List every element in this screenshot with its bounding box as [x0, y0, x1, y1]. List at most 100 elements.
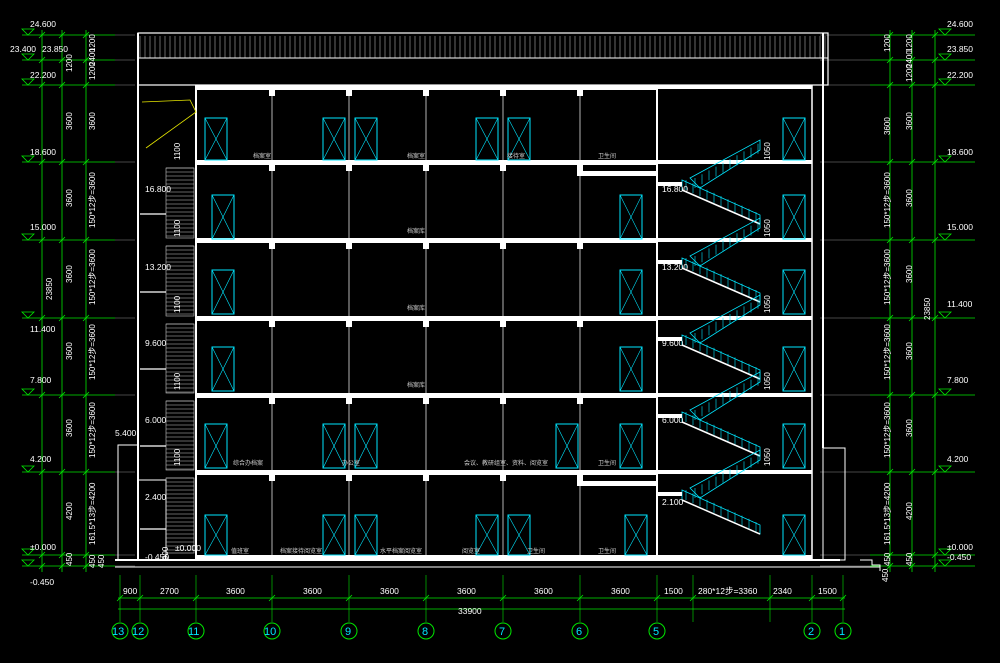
window [211, 346, 235, 392]
dim-tick [931, 468, 939, 476]
level-mark: 13.200 [145, 262, 171, 272]
window-cross [782, 346, 806, 392]
dim-tick [839, 594, 847, 602]
stair-slab [681, 189, 761, 225]
stairs [140, 99, 761, 554]
room-label: 会议、教研组室、资料、阅览室 [464, 459, 548, 467]
level-mark: 23.400 [10, 44, 36, 54]
room-label: 值班室 [231, 547, 249, 555]
height-dim: 3600 [65, 112, 74, 130]
level-triangle [938, 559, 952, 567]
level-triangle [21, 559, 35, 567]
floor-slab [657, 160, 812, 164]
height-dim: 1200 [905, 64, 914, 82]
dim-tick [268, 594, 276, 602]
window [322, 117, 346, 161]
dim-tick [58, 391, 66, 399]
window [782, 423, 806, 469]
window [782, 514, 806, 556]
dim-tick [886, 158, 894, 166]
axis-label: 11 [188, 626, 199, 638]
level-triangle [938, 28, 952, 36]
window [354, 514, 378, 556]
window [322, 514, 346, 556]
level-mark: 22.200 [30, 70, 56, 80]
room-label: 档案室 [253, 152, 271, 160]
height-dim: 1200 [883, 34, 892, 52]
height-dim: 3600 [65, 419, 74, 437]
level-mark: 9.600 [145, 338, 167, 348]
span-dim: 3600 [380, 586, 399, 596]
ground-slab [196, 555, 812, 559]
height-dim: 3600 [905, 112, 914, 130]
left-outer-heights: 1200 3600 3600 3600 3600 3600 4200 450 2… [45, 54, 74, 566]
dim-tick [82, 391, 90, 399]
axis-bubble [571, 622, 589, 640]
window-cross [782, 194, 806, 240]
span-dim: 3600 [611, 586, 630, 596]
level-mark: 24.600 [30, 19, 56, 29]
dim-tick [931, 158, 939, 166]
height-dim: 3600 [65, 342, 74, 360]
level-triangle [21, 465, 35, 473]
window-cross [322, 117, 346, 161]
window-cross [211, 194, 235, 240]
window [211, 269, 235, 315]
parapet [137, 32, 829, 86]
room-label: 档案接待阅览室 [280, 547, 322, 555]
level-mark: 18.600 [947, 147, 973, 157]
height-dim: 150*12步=3600 [88, 324, 97, 380]
dim-tick [58, 562, 66, 570]
dim-tick [886, 562, 894, 570]
level-mark: -0.450 [145, 552, 169, 562]
dim-tick [886, 391, 894, 399]
level-mark: 4.200 [947, 454, 969, 464]
total-width-dim: 33900 [458, 606, 482, 616]
axis-label: 8 [422, 626, 428, 638]
stair-slab [681, 499, 761, 535]
level-triangle [938, 155, 952, 163]
height-dim: 150*12步=3600 [883, 402, 892, 458]
height-dim: 150*12步=3600 [88, 402, 97, 458]
room-label: 档案室 [407, 152, 425, 160]
stair-railing [689, 371, 761, 421]
window-dim: 1050 [763, 219, 772, 237]
dim-tick [931, 56, 939, 64]
dim-tick [58, 56, 66, 64]
bottom-spans: 900 2700 3600 3600 3600 3600 3600 3600 1… [123, 586, 837, 616]
dim-tick [908, 468, 916, 476]
right-inner-heights: 1200 3600 150*12步=3600 150*12步=3600 150*… [883, 34, 892, 566]
window-cross [354, 423, 378, 469]
total-height-dim: 23850 [923, 297, 932, 320]
window-dim: 1050 [763, 448, 772, 466]
stair-landing [657, 260, 682, 264]
dim-tick [576, 594, 584, 602]
window [507, 117, 531, 161]
stair-railing [689, 217, 761, 267]
window [354, 423, 378, 469]
dim-tick [136, 594, 144, 602]
room-label: 水平档案阅览室 [380, 547, 422, 555]
height-dim: 150*12步=3600 [883, 172, 892, 228]
axis-label: 10 [264, 626, 276, 638]
level-mark: 15.000 [947, 222, 973, 232]
window-cross [507, 117, 531, 161]
dim-tick [908, 551, 916, 559]
level-triangle [938, 311, 952, 319]
dim-tick [908, 236, 916, 244]
axis-label: 2 [808, 626, 814, 638]
window-dim: 1050 [763, 295, 772, 313]
small-dim: 900 [161, 546, 170, 560]
stair-slab [681, 344, 761, 380]
window [475, 514, 499, 556]
window [211, 194, 235, 240]
level-mark: 6.000 [145, 415, 167, 425]
axis-label: 7 [499, 626, 505, 638]
dim-tick [38, 314, 46, 322]
level-mark: -0.450 [947, 552, 971, 562]
height-dim: 1200 [65, 54, 74, 72]
level-mark: -0.450 [30, 577, 54, 587]
right-level-marks: 24.600 23.850 22.200 18.600 15.000 11.40… [947, 19, 973, 562]
dim-tick [38, 551, 46, 559]
room-label: 卫生间 [527, 547, 545, 555]
